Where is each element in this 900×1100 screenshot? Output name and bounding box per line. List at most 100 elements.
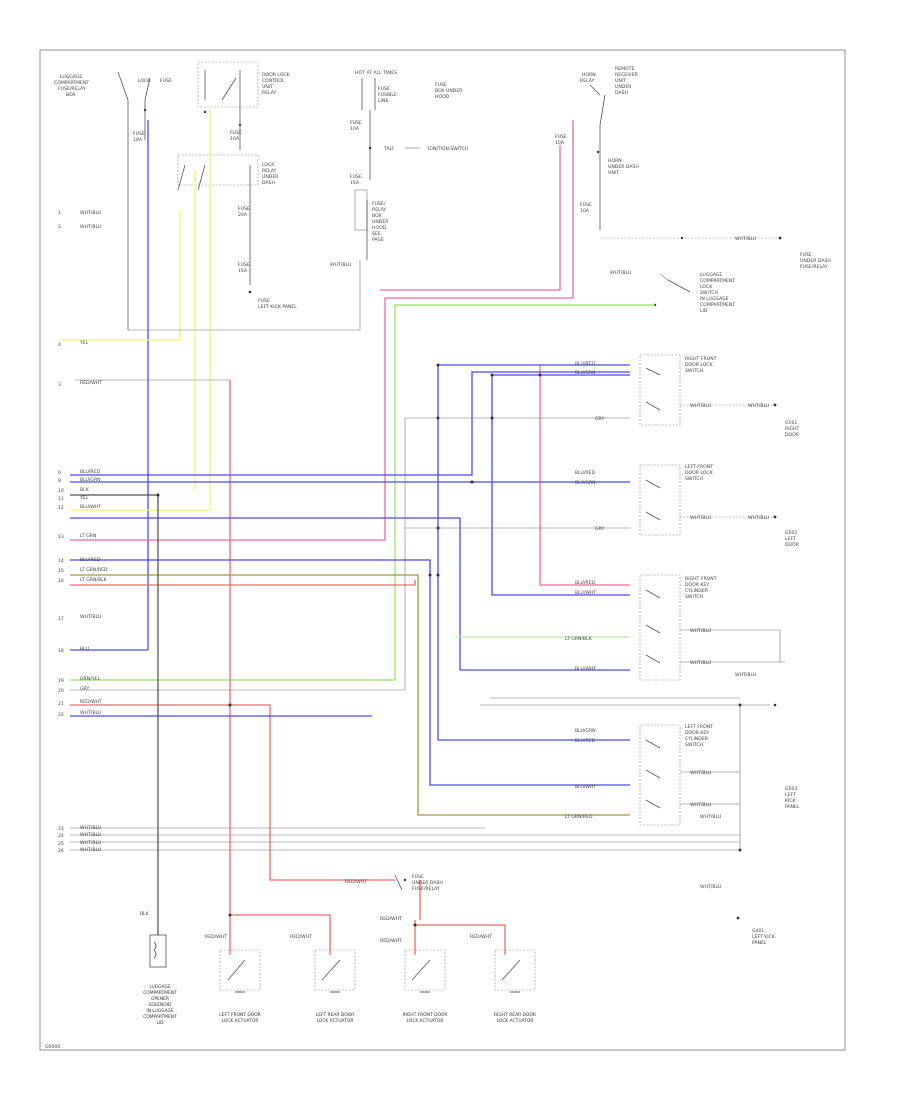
door-lock-control-unit: DOOR LOCK CONTROL UNIT RELAY FUSE 10A LO… (177, 61, 297, 310)
svg-text:FUSE: FUSE (350, 174, 362, 180)
svg-text:PANEL: PANEL (785, 804, 800, 810)
wire-blue-2 (437, 364, 630, 741)
svg-text:8: 8 (58, 478, 61, 484)
svg-text:LT GRN/BLK: LT GRN/BLK (565, 636, 593, 642)
svg-text:LT GRN/RED: LT GRN/RED (80, 567, 108, 573)
fuse-relay-label-2: COMPARTMENT (54, 80, 89, 86)
rfk-switch-label-2: DOOR KEY (685, 582, 709, 588)
luggage-opener-label-2: COMPARTMENT (143, 990, 177, 996)
svg-text:WHT/BLU: WHT/BLU (80, 210, 101, 216)
rf-switch-label-1: RIGHT FRONT (685, 356, 717, 362)
svg-text:FUSE: FUSE (378, 86, 390, 92)
svg-text:UNDER: UNDER (615, 84, 632, 90)
svg-text:21: 21 (58, 701, 64, 707)
svg-text:19: 19 (58, 678, 64, 684)
svg-text:HORN: HORN (582, 72, 596, 78)
svg-text:WHT/BLU: WHT/BLU (610, 270, 631, 276)
lfk-switch-label-1: LEFT FRONT (685, 724, 713, 730)
svg-text:RELAY: RELAY (262, 90, 277, 96)
wire-blue-4 (70, 371, 630, 476)
svg-text:14: 14 (58, 558, 64, 564)
switch-left-front-key: LEFT FRONT DOOR KEY CYLINDER SWITCH BLU/… (565, 703, 800, 850)
svg-text:RELAY: RELAY (372, 207, 387, 213)
rf-actuator-label-2: LOCK ACTUATOR (407, 1018, 444, 1024)
svg-text:BLU/GRN: BLU/GRN (575, 728, 596, 734)
lfk-switch-label-4: SWITCH (685, 742, 703, 748)
svg-text:25: 25 (58, 841, 64, 847)
lf-lock-actuator: RED/WHT LEFT FRONT DOOR LOCK ACTUATOR (205, 934, 261, 1024)
svg-text:13: 13 (58, 534, 64, 540)
svg-text:18: 18 (58, 648, 64, 654)
luggage-opener-label-1: LUGGAGE (149, 984, 171, 990)
lock-relay-label-1: LOCK (262, 162, 275, 168)
svg-text:FUSE/: FUSE/ (372, 201, 386, 207)
svg-text:LOCK: LOCK (138, 78, 151, 84)
svg-text:G401: G401 (752, 928, 764, 934)
svg-text:WHT/BLU: WHT/BLU (700, 814, 721, 820)
wire-yellow-2 (70, 110, 211, 511)
svg-text:WHT/BLU: WHT/BLU (690, 515, 711, 521)
svg-text:BLU/RED: BLU/RED (575, 580, 595, 586)
remote-receiver: HORN RELAY REMOTE RECEIVER UNIT UNDER DA… (555, 66, 831, 270)
svg-text:RED/WHT: RED/WHT (470, 934, 492, 940)
svg-text:LEFT KICK PANEL: LEFT KICK PANEL (258, 304, 297, 310)
fuse-relay-box-left: LUGGAGE COMPARTMENT FUSE/RELAY BOX LOCK … (54, 71, 172, 330)
svg-text:WHT/BLU: WHT/BLU (80, 710, 101, 716)
svg-text:FUSIBLE: FUSIBLE (378, 92, 397, 98)
lf-switch-label-1: LEFT FRONT (685, 464, 713, 470)
fuse-bottom: RED/WHT FUSE UNDER DASH FUSE/RELAY RED/W… (345, 874, 443, 944)
rfk-switch-label-3: CYLINDER (685, 588, 709, 594)
svg-text:BLU/WHT: BLU/WHT (575, 666, 596, 672)
wire-pink-1 (70, 120, 574, 541)
svg-text:BLU/GRN: BLU/GRN (575, 480, 596, 486)
svg-text:PANEL: PANEL (752, 940, 767, 946)
svg-text:10A: 10A (555, 140, 565, 146)
svg-text:RELAY: RELAY (580, 78, 595, 84)
svg-text:WHT/BLU: WHT/BLU (80, 840, 101, 846)
svg-text:GRY: GRY (80, 686, 89, 692)
wire-pink-2 (539, 365, 630, 586)
svg-text:SEE: SEE (372, 231, 381, 237)
svg-text:RED/WHT: RED/WHT (380, 916, 402, 922)
svg-text:IN LUGGAGE: IN LUGGAGE (700, 296, 729, 302)
remote-receiver-label-2: RECEIVER (615, 72, 639, 78)
svg-text:UNDER: UNDER (262, 174, 279, 180)
svg-text:FUSE: FUSE (555, 134, 567, 140)
svg-text:FUSE: FUSE (412, 874, 424, 880)
svg-text:PAGE: PAGE (372, 237, 384, 243)
svg-text:FUSE: FUSE (238, 262, 250, 268)
svg-text:LINK: LINK (378, 98, 389, 104)
svg-text:BOX UNDER: BOX UNDER (435, 88, 463, 94)
wire-blue-7 (70, 559, 630, 786)
svg-text:WHT/BLU: WHT/BLU (748, 515, 769, 521)
svg-text:26: 26 (58, 848, 64, 854)
fuse-relay-label-3: FUSE/RELAY (58, 86, 86, 92)
luggage-switch-label-1: LUGGAGE (700, 272, 722, 278)
rf-lock-actuator: RIGHT FRONT DOOR LOCK ACTUATOR (403, 949, 447, 1024)
svg-text:RED/WHT: RED/WHT (345, 879, 367, 885)
svg-text:LEFT: LEFT (785, 536, 796, 542)
svg-text:WHT/BLU: WHT/BLU (80, 825, 101, 831)
lr-actuator-label-1: LEFT REAR DOOR (316, 1012, 354, 1018)
diagram-frame (39, 49, 846, 1051)
svg-text:10A: 10A (230, 136, 240, 142)
svg-text:HORN: HORN (608, 158, 622, 164)
svg-text:WHT/BLU: WHT/BLU (735, 672, 756, 678)
svg-text:G501: G501 (785, 420, 797, 426)
lr-actuator-label-2: LOCK ACTUATOR (317, 1018, 354, 1024)
svg-text:LT GRN: LT GRN (80, 533, 96, 539)
luggage-switch-label-3: LOCK (700, 284, 713, 290)
svg-text:FUSE/RELAY: FUSE/RELAY (412, 886, 440, 892)
svg-text:3: 3 (58, 382, 61, 388)
svg-text:BOX: BOX (372, 213, 382, 219)
ground-g401: WHT/BLU G401 LEFT KICK PANEL (700, 884, 776, 946)
svg-text:IN LUGGAGE: IN LUGGAGE (146, 1008, 174, 1014)
svg-text:RIGHT: RIGHT (785, 426, 800, 432)
svg-text:BLU/RED: BLU/RED (80, 469, 100, 475)
svg-text:HOOD: HOOD (372, 225, 387, 231)
luggage-switch-label-4: SWITCH (700, 290, 718, 296)
lr-lock-actuator: RED/WHT LEFT REAR DOOR LOCK ACTUATOR (290, 934, 356, 1024)
